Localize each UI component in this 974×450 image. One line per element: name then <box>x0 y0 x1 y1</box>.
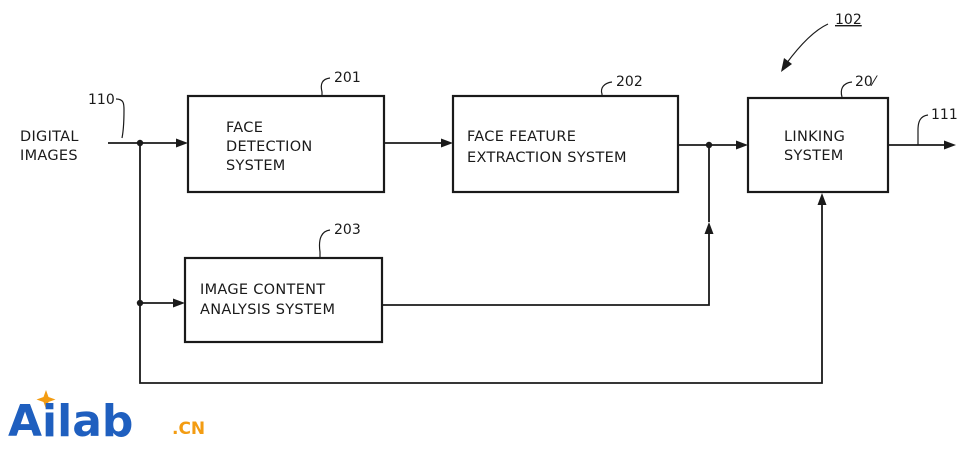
ref-204-label: 20⁄ <box>855 74 878 90</box>
feature-extraction-line1: FACE FEATURE <box>467 129 576 145</box>
content-analysis-box <box>183 256 384 344</box>
ref-110-label: 110 <box>88 92 115 108</box>
ref-102-leader <box>785 23 829 65</box>
content-analysis-line1: IMAGE CONTENT <box>200 282 325 298</box>
arrow-output <box>944 140 956 150</box>
feature-extraction-line2: EXTRACTION SYSTEM <box>467 150 627 166</box>
ailab-logo-suffix: .CN <box>172 419 205 439</box>
ref-111-leader <box>917 114 929 145</box>
ref-203-leader <box>318 229 331 258</box>
content-analysis-line2: ANALYSIS SYSTEM <box>200 302 335 318</box>
face-detection-box <box>186 94 386 194</box>
face-detection-line2: DETECTION <box>226 139 313 155</box>
linking-box <box>746 96 890 194</box>
ref-201-label: 201 <box>334 70 361 86</box>
ailab-logo-star-icon <box>36 390 56 409</box>
ref-203-label: 203 <box>334 222 361 238</box>
ref-201-leader <box>320 77 331 96</box>
ref-202-label: 202 <box>616 74 643 90</box>
ref-204-leader <box>840 81 853 98</box>
arrow-to-feature-extraction <box>441 138 453 148</box>
input-label-line2: IMAGES <box>20 148 78 164</box>
arrow-up-to-junction <box>704 222 714 234</box>
input-branch-wire <box>139 143 823 384</box>
ailab-logo-text: Ailab <box>8 396 133 447</box>
feature-extraction-box <box>451 94 680 194</box>
ref-110-leader <box>115 98 125 139</box>
ref-102-label: 102 <box>835 12 862 28</box>
arrow-to-content-analysis <box>173 298 185 308</box>
ref-202-leader <box>600 81 613 96</box>
analysis-to-junction-wire <box>382 232 710 306</box>
face-detection-line1: FACE <box>226 120 263 136</box>
linking-line1: LINKING <box>784 129 845 145</box>
arrow-to-linking <box>736 140 748 150</box>
merge-junction-dot <box>705 141 713 149</box>
ref-102-arrowhead <box>781 58 792 72</box>
ref-111-label: 111 <box>931 107 958 123</box>
arrow-up-to-linking <box>817 193 827 205</box>
face-detection-line3: SYSTEM <box>226 158 286 174</box>
ailab-logo: Ailab .CN <box>8 390 205 447</box>
arrow-to-face-detection <box>176 138 188 148</box>
linking-line2: SYSTEM <box>784 148 844 164</box>
input-label-line1: DIGITAL <box>20 129 79 145</box>
